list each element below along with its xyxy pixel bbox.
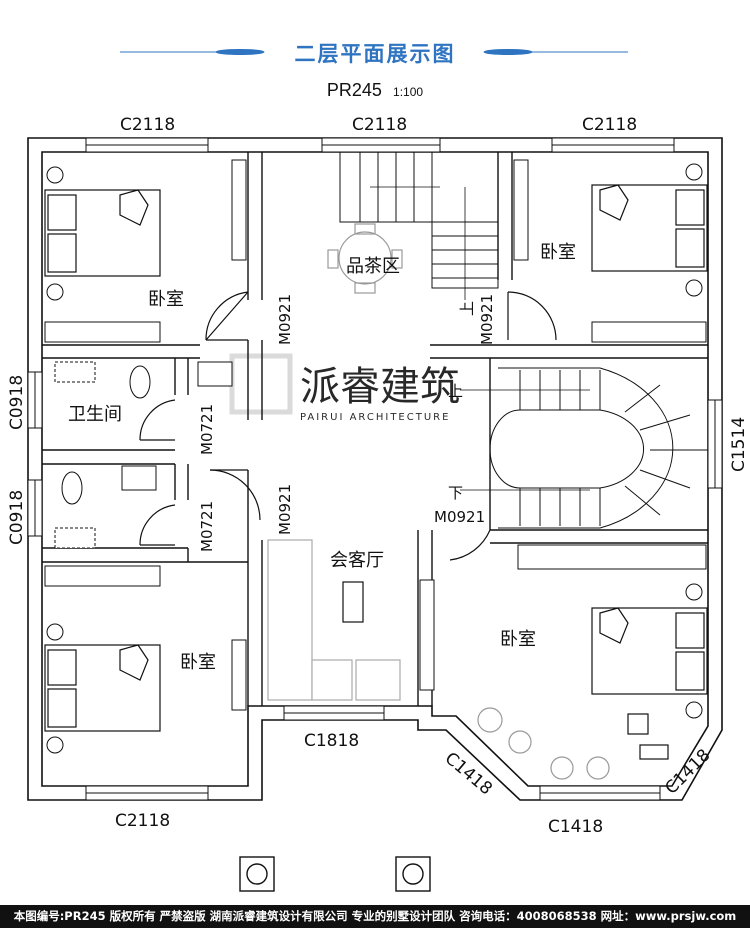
outdoor-columns — [239, 856, 431, 892]
sink-upper-icon — [197, 361, 233, 387]
toilet-upper-icon — [129, 365, 151, 399]
label-bedroom-ne: 卧室 — [540, 242, 576, 263]
door-label-d6: M0721 — [198, 501, 216, 552]
watermark-brand: 派睿建筑 — [300, 364, 460, 410]
label-bedroom-nw: 卧室 — [148, 289, 184, 310]
shower-lower-icon — [54, 527, 96, 549]
beds — [44, 184, 708, 732]
bathroom-fixtures — [54, 361, 233, 549]
stair-label-down: 下 — [448, 484, 463, 502]
sofa-long-icon — [267, 539, 313, 701]
stair-labels: 上 上 下 — [448, 301, 476, 502]
title-decoration — [120, 49, 628, 55]
room-labels: 卧室 卧室 卧室 卧室 品茶区 卫生间 会客厅 — [68, 242, 576, 673]
label-bedroom-sw: 卧室 — [180, 652, 216, 673]
window-label-top-right: C2118 — [582, 115, 637, 135]
door-label-d3: M0921 — [276, 484, 294, 535]
coffee-table-icon — [342, 581, 364, 623]
stair-label-up-upper: 上 — [458, 301, 476, 316]
window-label-top-left: C2118 — [120, 115, 175, 135]
floor-plan: 派睿建筑 PAIRUI ARCHITECTURE — [7, 49, 749, 892]
door-label-d2: M0921 — [478, 294, 496, 345]
label-tea-area: 品茶区 — [346, 256, 400, 277]
window-label-right: C1514 — [729, 417, 749, 472]
window-openings — [27, 137, 723, 801]
shower-upper-icon — [54, 361, 96, 383]
watermark: 派睿建筑 PAIRUI ARCHITECTURE — [229, 353, 460, 423]
bay-furniture — [477, 707, 669, 780]
plan-code: PR245 — [326, 80, 382, 100]
armchair-icon — [355, 659, 401, 701]
living-furniture — [267, 539, 401, 701]
bed-ne-icon — [591, 184, 708, 272]
footer-bar: 本图编号:PR245 版权所有 严禁盗版 湖南派睿建筑设计有限公司 专业的别墅设… — [0, 905, 750, 928]
plan-subtitle: PR245 1:100 — [0, 80, 750, 101]
page-title: 二层平面展示图 — [294, 42, 456, 66]
window-label-bay-mid: C1418 — [548, 817, 603, 837]
stair-curved — [460, 367, 708, 529]
tea-table-icon — [327, 223, 403, 294]
watermark-logo-icon — [229, 353, 293, 415]
bed-nw-icon — [44, 189, 161, 277]
label-living-room: 会客厅 — [330, 550, 384, 571]
plan-scale: 1:100 — [393, 85, 424, 99]
door-labels: M0921 M0921 M0921 M0921 M0721 M0721 — [198, 294, 496, 552]
sofa-corner-icon — [311, 659, 353, 701]
plant-fixtures — [46, 163, 703, 754]
door-label-d4: M0921 — [434, 508, 485, 526]
exterior-walls — [27, 137, 723, 801]
doors — [139, 291, 557, 561]
stair-north — [339, 151, 499, 300]
sink-lower-icon — [121, 465, 157, 491]
label-bedroom-se: 卧室 — [500, 629, 536, 650]
wardrobes — [44, 159, 707, 711]
toilet-lower-icon — [61, 471, 83, 505]
window-label-top-mid: C2118 — [352, 115, 407, 135]
window-label-bottom-mid: C1818 — [304, 731, 359, 751]
window-label-left-upper: C0918 — [7, 375, 27, 430]
stair-label-up-lower: 上 — [448, 382, 463, 400]
window-label-bay-left: C1418 — [441, 749, 496, 800]
window-label-bottom-left: C2118 — [115, 811, 170, 831]
label-bathroom: 卫生间 — [68, 404, 122, 425]
window-label-left-lower: C0918 — [7, 490, 27, 545]
watermark-brand-en: PAIRUI ARCHITECTURE — [300, 412, 450, 423]
bed-se-icon — [591, 607, 708, 695]
bed-sw-icon — [44, 644, 161, 732]
door-label-d1: M0921 — [276, 294, 294, 345]
door-label-d5: M0721 — [198, 404, 216, 455]
